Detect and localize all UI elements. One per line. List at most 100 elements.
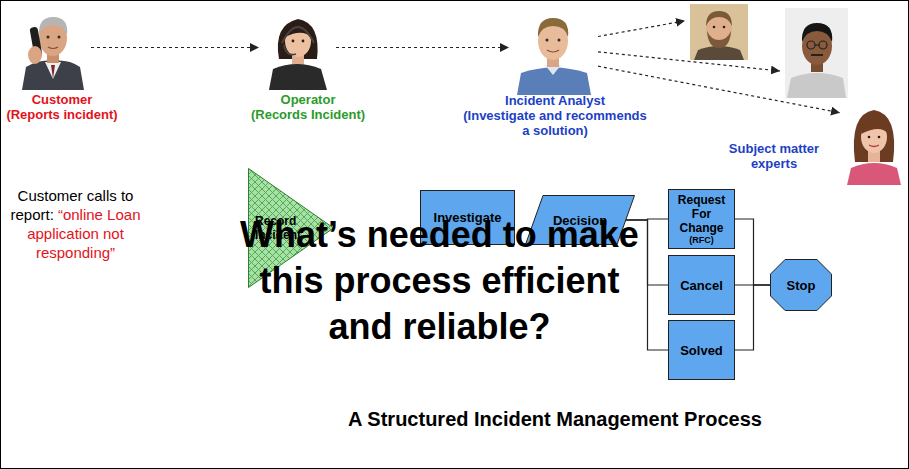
node-content: Operator(Records Incident): [243, 92, 373, 123]
eye: [723, 26, 726, 29]
node-sublabel: (Investigate and recommends a solution): [463, 108, 648, 138]
node-content: Stop: [770, 259, 832, 311]
portrait-frame: [265, 5, 330, 90]
text-stack: Cancel: [680, 278, 723, 293]
text-stack: Incident Analyst(Investigate and recomme…: [463, 93, 648, 138]
node-sublabel: (Records Incident): [251, 107, 365, 122]
caption: A Structured Incident Management Process: [348, 408, 762, 431]
flow-line: [735, 219, 770, 285]
node-sublabel: (Reports incident): [6, 107, 117, 122]
box-shape: [669, 256, 735, 315]
top: [269, 64, 327, 90]
backdrop: [785, 8, 848, 98]
mouth: [547, 50, 559, 52]
glasses-bridge: [815, 44, 819, 45]
moustache: [811, 54, 823, 56]
eye: [292, 40, 295, 43]
handoff-arrow: [336, 47, 509, 48]
hand: [28, 46, 42, 64]
hair-back: [854, 110, 894, 162]
portrait-frame: [785, 8, 848, 98]
analyst-card: Incident Analyst(Investigate and recomme…: [460, 0, 650, 142]
node-content: Cancel: [668, 255, 735, 315]
eye: [58, 36, 61, 39]
operator-card: Operator(Records Incident): [243, 0, 373, 124]
hair-back: [278, 19, 318, 59]
tie: [51, 65, 55, 79]
glasses: [807, 41, 815, 49]
text-stack: Request For Change(RFC): [672, 193, 731, 246]
shirt: [787, 73, 846, 98]
eye: [302, 40, 305, 43]
fringe: [861, 118, 888, 134]
overlay-question: What’s needed to make this process effic…: [237, 212, 642, 350]
node-sublabel: (RFC): [672, 235, 731, 246]
portrait-frame: [20, 5, 85, 90]
node-label: Incident Analyst: [463, 93, 648, 108]
text-stack: Subject matter experts: [718, 141, 830, 171]
node-label: Subject matter experts: [718, 141, 830, 171]
node-label: Cancel: [680, 278, 723, 293]
node-label: Customer: [6, 92, 117, 107]
text-stack: Stop: [787, 278, 816, 293]
box-shape: [669, 321, 735, 380]
text-stack: Operator(Records Incident): [251, 92, 365, 122]
eye: [713, 26, 716, 29]
hair: [706, 11, 732, 26]
node-content: Solved: [668, 320, 735, 380]
customer-portrait: [22, 17, 84, 90]
node-content: Request For Change(RFC): [668, 189, 735, 249]
text-stack: Solved: [680, 343, 723, 358]
handoff-arrow: [598, 52, 780, 71]
eye: [47, 36, 50, 39]
top: [847, 163, 901, 185]
node-label: Operator: [251, 92, 365, 107]
stop-octagon: Stop: [770, 259, 832, 311]
handoff-arrow: [91, 47, 259, 48]
node-label: Stop: [787, 278, 816, 293]
node-content: Subject matter experts: [718, 141, 830, 172]
operator-portrait: [269, 19, 327, 90]
flow-line: [735, 285, 770, 350]
process-box: Request For Change(RFC): [668, 189, 735, 249]
shoulders: [694, 46, 744, 60]
process-box: Solved: [668, 320, 735, 380]
analyst-portrait: [517, 18, 591, 95]
suit: [22, 61, 84, 90]
node-label: Request For Change: [672, 193, 731, 235]
expert-portrait: [785, 8, 848, 98]
headset: [282, 27, 314, 43]
eye: [868, 136, 871, 139]
text-stack: Customer(Reports incident): [6, 92, 117, 122]
portrait-frame: [515, 5, 592, 95]
node-content: Incident Analyst(Investigate and recomme…: [460, 93, 650, 139]
process-box: Cancel: [668, 255, 735, 315]
node-content: Customer(Reports incident): [3, 92, 121, 123]
shirt: [45, 62, 61, 79]
portrait-frame: [845, 100, 903, 185]
expert-portrait: [690, 4, 748, 60]
hair: [538, 18, 568, 37]
node-label: Solved: [680, 343, 723, 358]
microphone: [284, 45, 296, 55]
hair: [802, 23, 832, 42]
mouth: [869, 145, 879, 147]
fringe: [285, 23, 312, 38]
beard: [707, 31, 731, 48]
expert-portrait: [847, 110, 901, 185]
experts-group: Subject matter experts: [680, 0, 906, 190]
eye: [558, 39, 561, 42]
mouth: [48, 47, 58, 49]
note-block: Customer calls to report:“online Loan ap…: [8, 186, 143, 262]
eye: [878, 136, 881, 139]
handoff-arrow: [598, 66, 840, 113]
portrait-frame: [690, 4, 748, 60]
octagon-shape: [771, 260, 832, 311]
backdrop: [690, 4, 748, 60]
handoff-arrow: [598, 21, 685, 37]
eye: [546, 39, 549, 42]
customer-card: Customer(Reports incident): [3, 0, 121, 124]
hair: [39, 17, 67, 35]
